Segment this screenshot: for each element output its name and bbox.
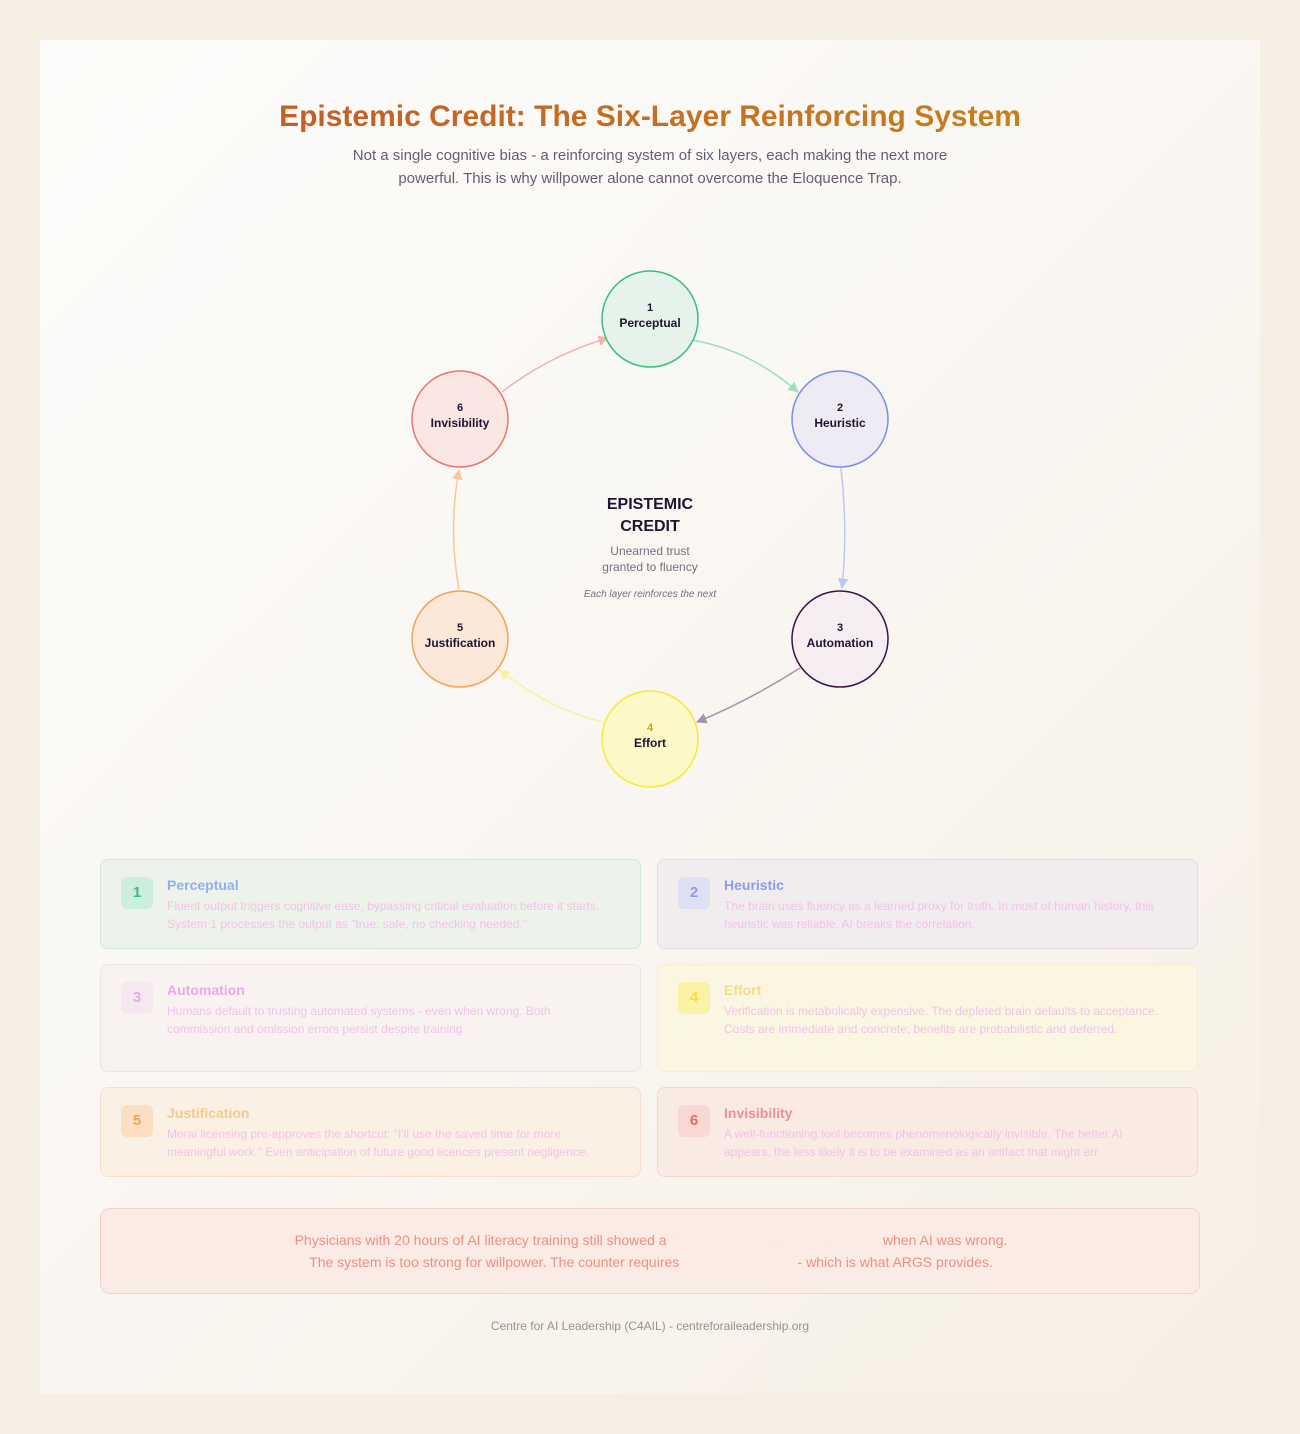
node-number: 5 xyxy=(457,622,463,634)
node-number: 6 xyxy=(457,402,463,414)
arrow-5-to-6 xyxy=(452,468,463,590)
subtitle-line-1: Not a single cognitive bias - a reinforc… xyxy=(352,147,948,164)
arrow-4-to-5 xyxy=(499,669,604,723)
node-circle xyxy=(411,370,509,468)
layer-card-description: Humans default to trusting automated sys… xyxy=(167,1004,551,1036)
layer-card-title: Justification xyxy=(167,1105,250,1121)
callout-line-2-start: The system is too strong for willpower. … xyxy=(309,1254,680,1270)
callout-box: Physicians with 20 hours of AI literacy … xyxy=(100,1208,1200,1294)
layer-card-title: Automation xyxy=(167,982,245,998)
layer-number-badge: 5 xyxy=(121,1105,153,1137)
page-subtitle: Not a single cognitive bias - a reinforc… xyxy=(320,144,980,190)
node-label: Justification xyxy=(425,636,496,650)
node-circle xyxy=(601,690,699,788)
node-label: Perceptual xyxy=(619,316,680,330)
layer-card-description: Moral licensing pre-approves the shortcu… xyxy=(167,1127,589,1159)
node-number: 1 xyxy=(647,302,653,314)
callout-line-1-start: Physicians with 20 hours of AI literacy … xyxy=(294,1232,667,1248)
center-subtitle-line-1: Unearned trust xyxy=(610,544,690,558)
layer-card-title: Effort xyxy=(724,982,762,998)
layer-card-title: Heuristic xyxy=(724,877,784,893)
footer-credit: Centre for AI Leadership (C4AIL) - centr… xyxy=(490,1319,810,1333)
layer-card-description: Verification is metabolically expensive.… xyxy=(724,1004,1159,1036)
page-title: Epistemic Credit: The Six-Layer Reinforc… xyxy=(0,100,1300,134)
arrow-1-to-2 xyxy=(691,339,799,393)
layer-number-badge: 3 xyxy=(121,982,153,1014)
callout-highlight-1: sharp drop in diagnostic accuracy xyxy=(670,1232,879,1248)
node-number: 4 xyxy=(647,722,654,734)
callout-line-2-end: - which is what ARGS provides. xyxy=(797,1254,993,1270)
node-label: Heuristic xyxy=(814,416,866,430)
node-label: Automation xyxy=(807,636,874,650)
layer-card-title: Invisibility xyxy=(724,1105,793,1121)
subtitle-line-2: powerful. This is why willpower alone ca… xyxy=(398,170,902,187)
layer-number-badge: 4 xyxy=(678,982,710,1014)
layer-card-invisibility: 6 Invisibility A well-functioning tool bec… xyxy=(657,1087,1198,1177)
center-label: EPISTEMIC CREDIT Unearned trust granted … xyxy=(584,496,718,600)
node-label: Effort xyxy=(634,736,666,750)
callout-line-1-end: when AI was wrong. xyxy=(882,1232,1008,1248)
arrow-6-to-1 xyxy=(501,335,610,393)
cycle-arrows xyxy=(452,335,849,724)
node-circle xyxy=(411,590,509,688)
layer-card-title: Perceptual xyxy=(167,877,239,893)
layer-number-badge: 6 xyxy=(678,1105,710,1137)
node-number: 3 xyxy=(837,622,843,634)
layer-card-description: Fluent output triggers cognitive ease, b… xyxy=(167,899,600,931)
callout-line-2: The system is too strong for willpower. … xyxy=(101,1254,1201,1270)
center-subtitle-line-2: granted to fluency xyxy=(602,560,697,574)
layer-card-description: A well-functioning tool becomes phenomen… xyxy=(724,1127,1123,1159)
layer-card-description: The brain uses fluency as a learned prox… xyxy=(724,899,1154,931)
node-circle xyxy=(791,590,889,688)
callout-line-1: Physicians with 20 hours of AI literacy … xyxy=(101,1232,1201,1248)
center-title-line-1: EPISTEMIC xyxy=(607,496,694,513)
callout-highlight-2: structural practice xyxy=(683,1254,794,1270)
center-note: Each layer reinforces the next xyxy=(584,589,718,600)
node-label: Invisibility xyxy=(431,416,490,430)
node-number: 2 xyxy=(837,402,843,414)
node-circle xyxy=(601,270,699,368)
layer-number-badge: 1 xyxy=(121,877,153,909)
layer-number-badge: 2 xyxy=(678,877,710,909)
arrow-2-to-3 xyxy=(837,467,849,590)
center-title-line-2: CREDIT xyxy=(620,518,680,535)
node-circle xyxy=(791,370,889,468)
arrow-3-to-4 xyxy=(696,667,801,724)
